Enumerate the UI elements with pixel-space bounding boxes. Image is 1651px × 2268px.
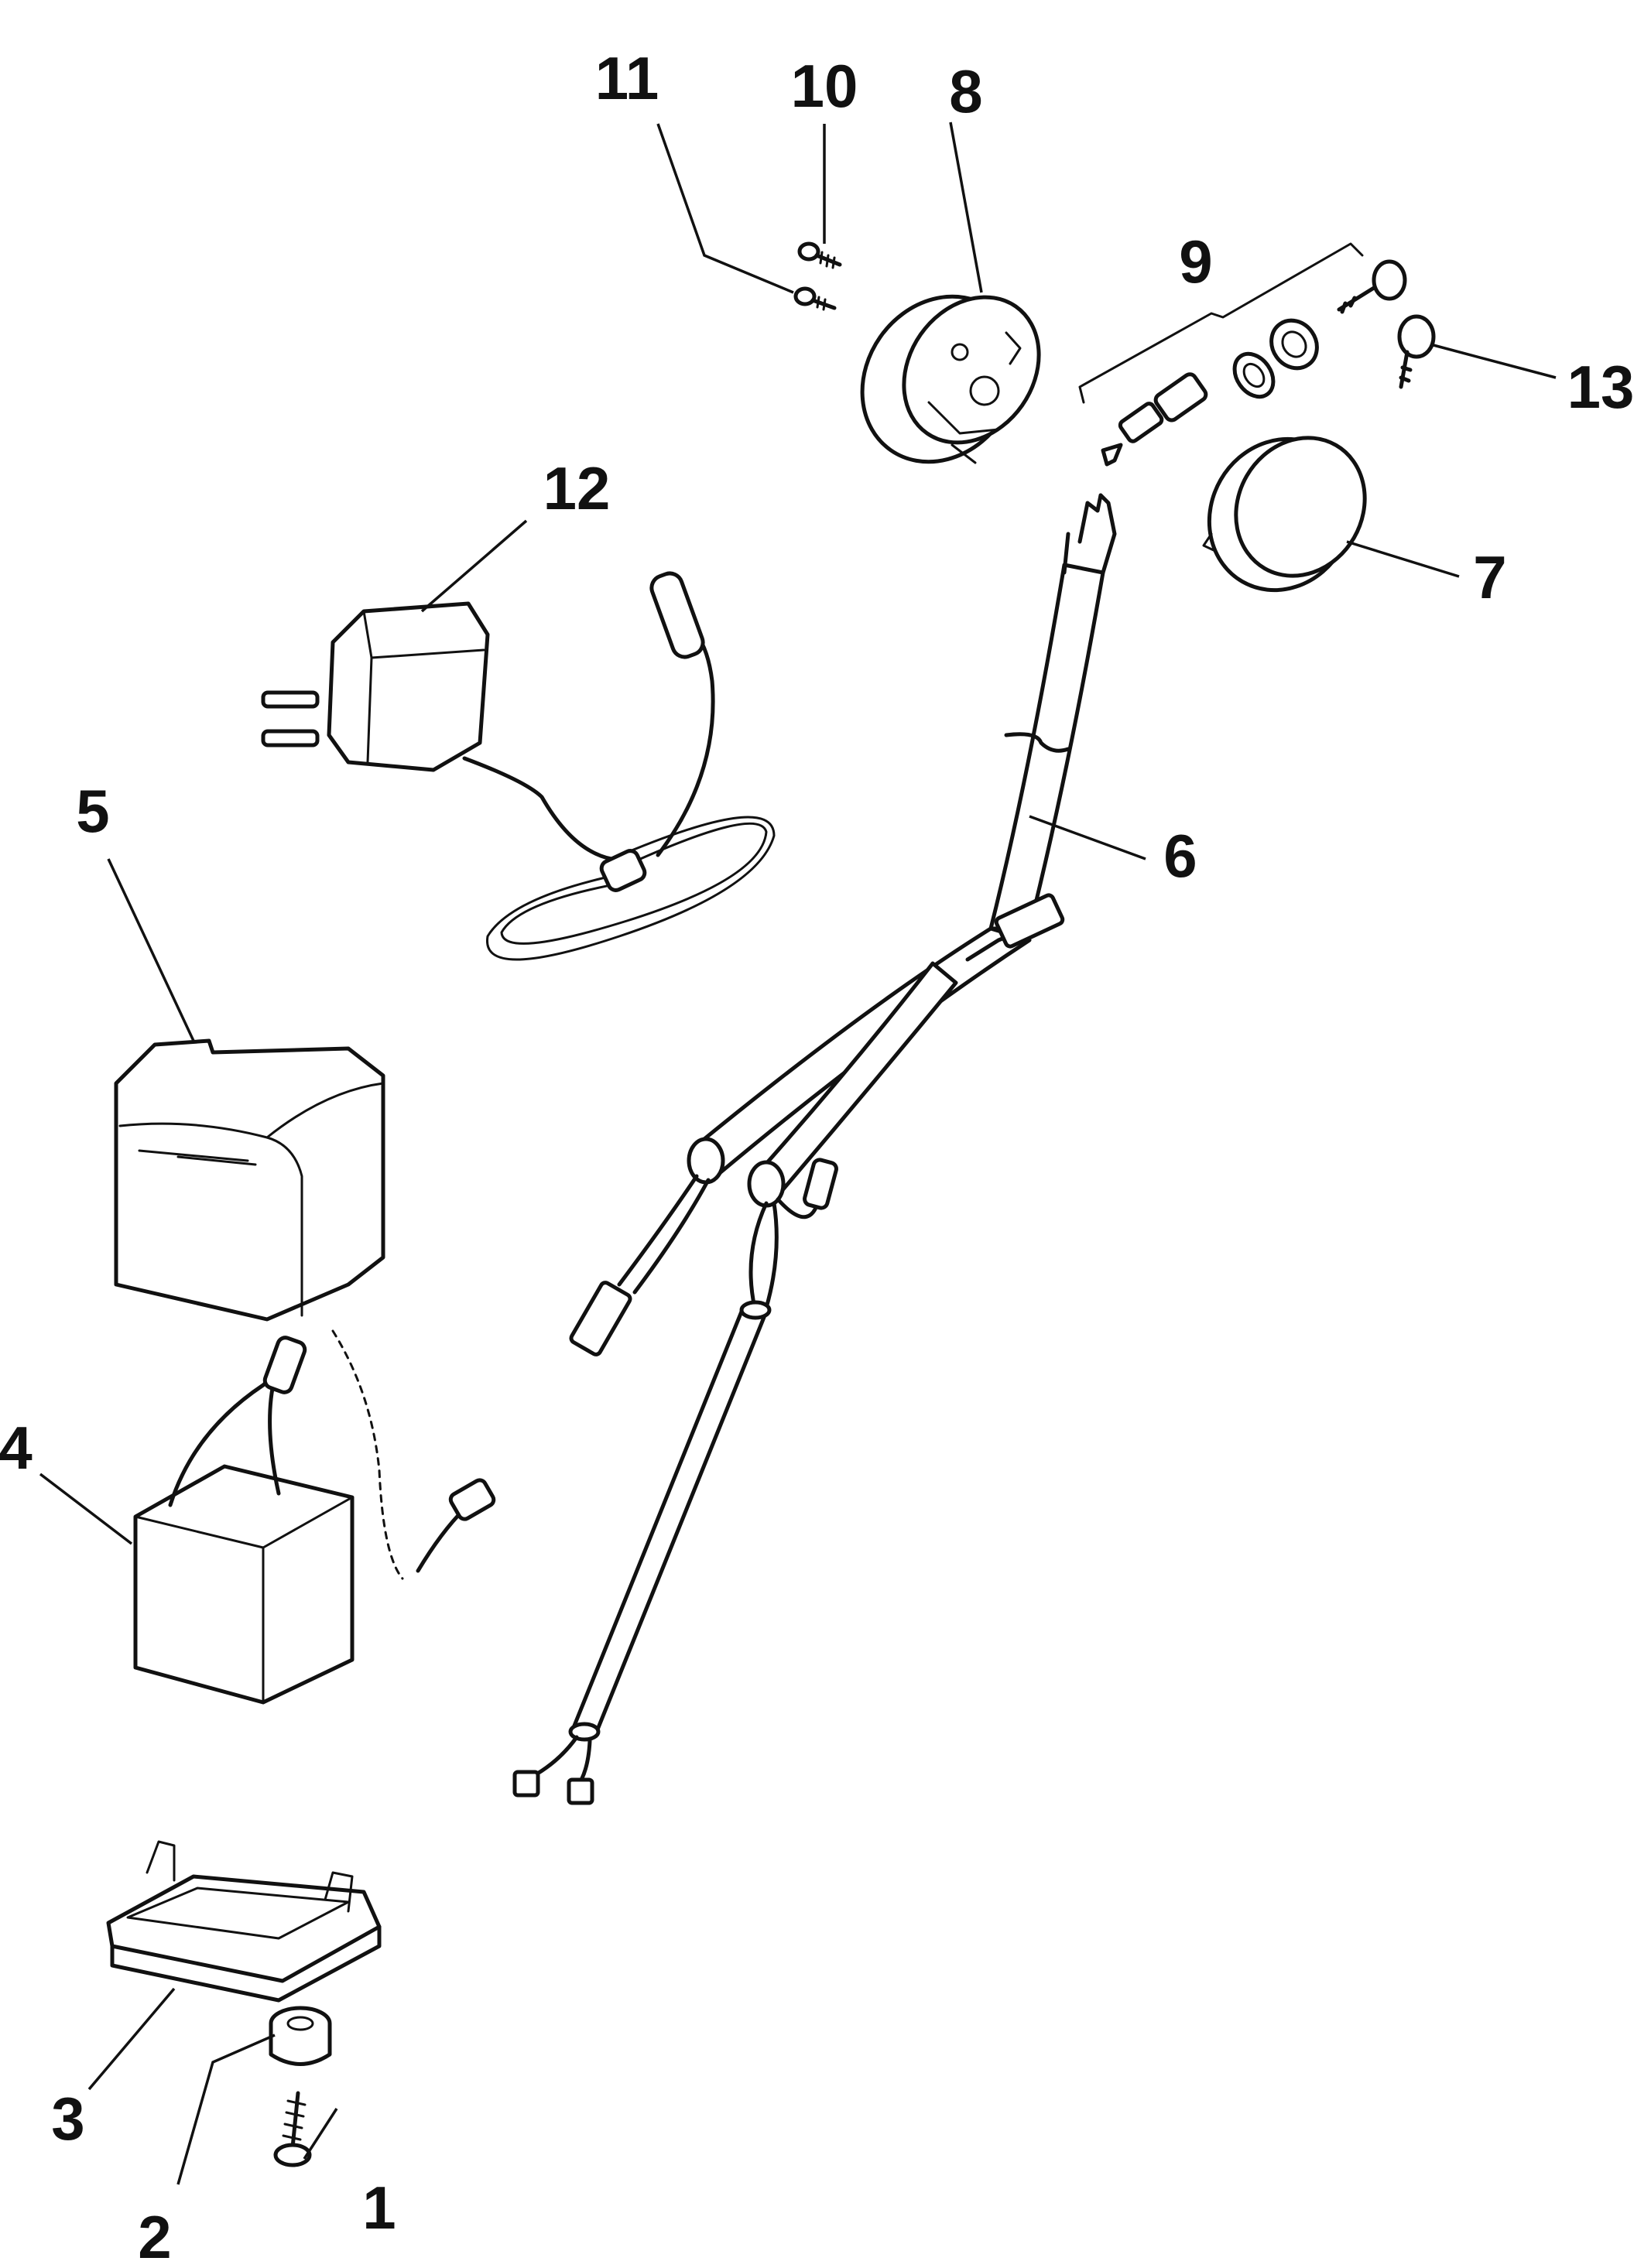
callout-10: 10 xyxy=(791,52,858,120)
callout-3: 3 xyxy=(51,2085,84,2153)
battery-part xyxy=(133,1329,496,1705)
leader-lines xyxy=(39,121,1557,2185)
keys-part xyxy=(1337,259,1436,389)
charger-part xyxy=(261,571,776,961)
switch-assembly-part xyxy=(1078,242,1364,467)
callout-9: 9 xyxy=(1179,227,1212,296)
screw-11-part xyxy=(793,286,837,311)
callout-6: 6 xyxy=(1163,822,1197,890)
battery-tray-part xyxy=(106,1840,382,2003)
callout-4: 4 xyxy=(0,1414,33,1482)
wiring-harness-part xyxy=(512,493,1117,1805)
switch-housing-part xyxy=(860,294,1041,464)
screw-1-part xyxy=(273,2091,312,2167)
callout-8: 8 xyxy=(949,57,982,125)
callout-2: 2 xyxy=(138,2203,171,2268)
callout-7: 7 xyxy=(1473,543,1506,611)
cap-part xyxy=(1202,436,1367,593)
battery-cover-part xyxy=(114,1038,385,1322)
callout-5: 5 xyxy=(76,777,109,845)
callout-1: 1 xyxy=(362,2174,396,2242)
callout-13: 13 xyxy=(1567,353,1635,421)
callout-labels: 1 2 3 4 5 6 7 8 9 10 11 12 13 xyxy=(0,44,1634,2268)
callout-11: 11 xyxy=(595,44,659,112)
screw-10-part xyxy=(797,241,842,269)
callout-12: 12 xyxy=(543,454,611,522)
spacer-part xyxy=(269,2006,332,2066)
